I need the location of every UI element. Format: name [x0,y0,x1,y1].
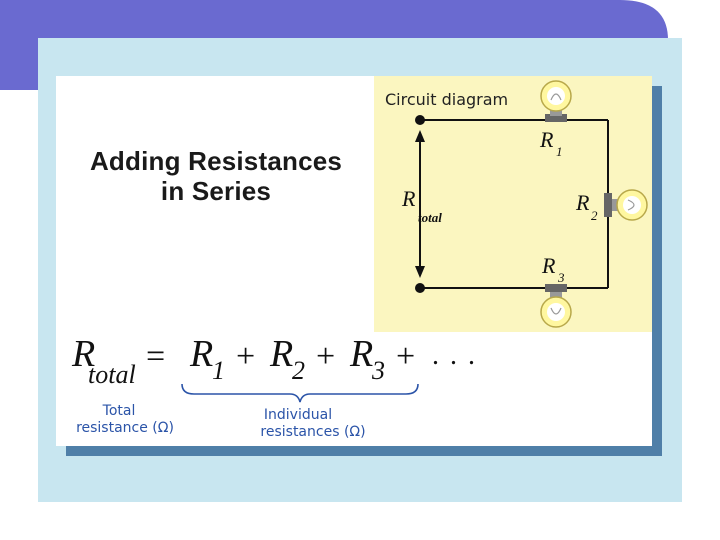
diagram-r3-letter: R [541,253,556,278]
terminal-bottom [415,283,425,293]
total-resistance-note-line2: resistance (Ω) [76,420,174,436]
diagram-r2-letter: R [575,190,590,215]
equation-r3-sub: 3 [372,356,385,385]
equation-r3-letter: R [350,333,374,375]
diagram-r2-sub: 2 [591,208,598,223]
total-resistance-note-line1: Total [102,403,136,419]
brace-icon [181,383,419,403]
equation-r2-letter: R [270,333,294,375]
equation-ellipsis: . . . [432,340,477,371]
total-arrow [415,130,425,278]
diagram-r-total-sub: total [418,210,442,225]
equation-r1-sub: 1 [212,356,225,385]
diagram-r3-sub: 3 [557,270,565,285]
equation-plus-3: + [396,338,416,375]
slide-title-line1: Adding Resistances [89,146,343,176]
diagram-r-total-letter: R [401,186,416,211]
individual-resistances-note-line2: resistances (Ω) [260,424,366,440]
individual-resistances-note-line1: Individual [263,407,333,423]
bulb-icon [540,284,572,328]
slide-title-line2: in Series [160,176,272,206]
terminal-top [415,115,425,125]
equation-r2-sub: 2 [292,356,305,385]
bulb-icon [604,189,648,221]
equation-equals: = [146,338,166,375]
equation-r1-letter: R [190,333,214,375]
diagram-r1-letter: R [539,127,554,152]
equation-lhs-letter: R [72,333,96,375]
circuit-diagram-caption: Circuit diagram [385,90,508,109]
equation-plus-1: + [236,338,256,375]
equation-lhs-sub: total [88,360,136,389]
diagram-r1-sub: 1 [556,144,563,159]
equation-plus-2: + [316,338,336,375]
bulb-icon [540,80,572,122]
header-notch [0,90,40,110]
